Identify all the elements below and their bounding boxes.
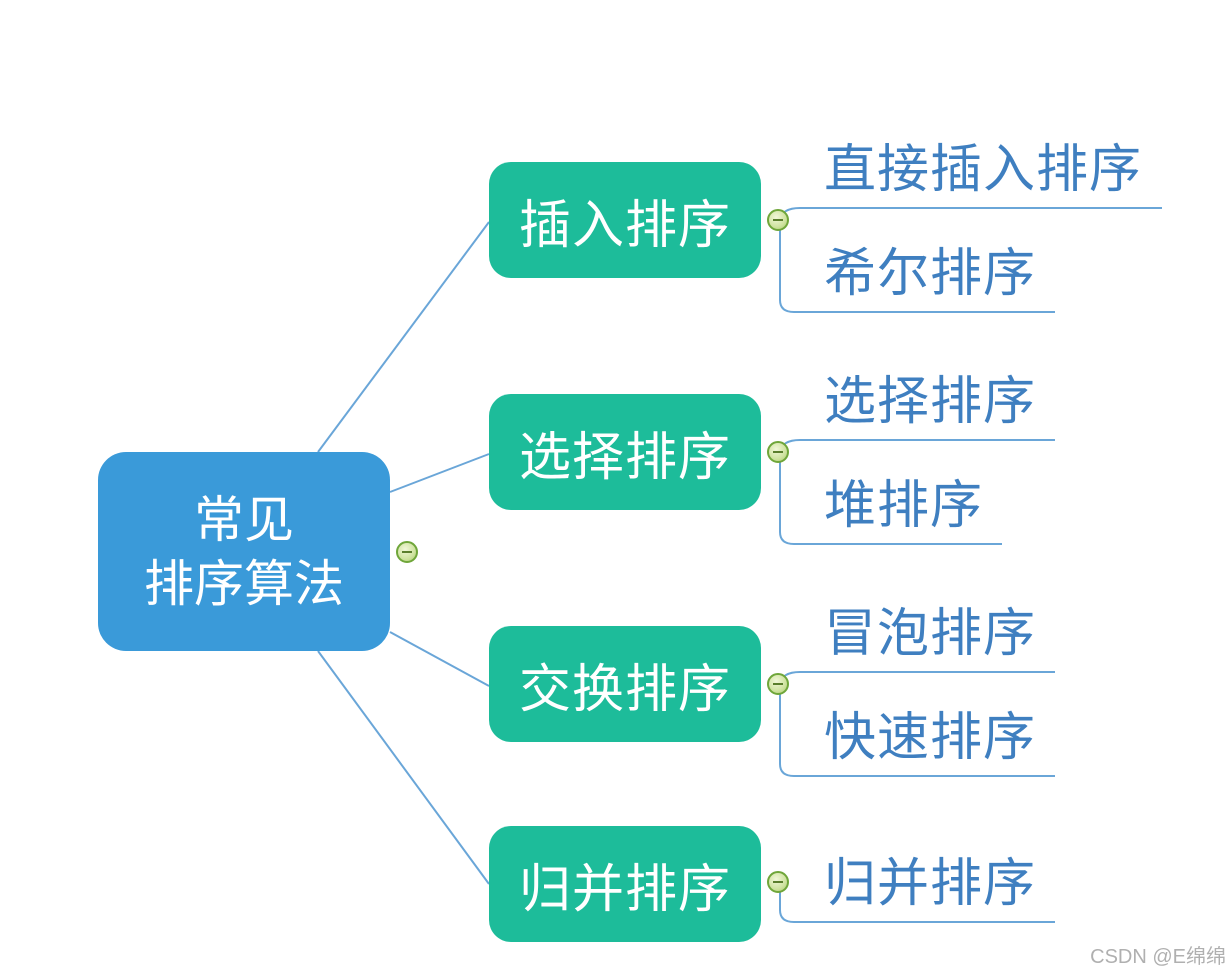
- branch-node-insertion-sort[interactable]: 插入排序: [489, 162, 761, 278]
- branch-label: 交换排序: [518, 659, 731, 720]
- branch-node-exchange-sort[interactable]: 交换排序: [489, 626, 761, 742]
- collapse-branch-1-icon[interactable]: [767, 209, 789, 231]
- collapse-branch-4-icon[interactable]: [767, 871, 789, 893]
- connector-branch-2-leaf-2: [779, 452, 1002, 545]
- leaf-quick-sort[interactable]: 快速排序: [824, 708, 1037, 768]
- connector-branch-2-leaf-1: [779, 439, 1055, 453]
- collapse-branch-2-icon[interactable]: [767, 441, 789, 463]
- leaf-merge-sort[interactable]: 归并排序: [824, 854, 1037, 914]
- branch-node-selection-sort[interactable]: 选择排序: [489, 394, 761, 510]
- connector-branch-3-leaf-1: [779, 671, 1055, 685]
- connector-root-branch-4: [317, 650, 490, 885]
- branch-label: 归并排序: [518, 859, 731, 920]
- root-node[interactable]: 常见 排序算法: [98, 452, 390, 651]
- leaf-straight-insertion-sort[interactable]: 直接插入排序: [824, 140, 1143, 200]
- connector-branch-3-leaf-2: [779, 684, 1055, 777]
- root-label-line-1: 常见: [194, 490, 294, 549]
- connector-branch-1-leaf-1: [779, 207, 1162, 221]
- connector-root-branch-3: [389, 631, 490, 687]
- branch-node-merge-sort[interactable]: 归并排序: [489, 826, 761, 942]
- root-label-line-2: 排序算法: [144, 554, 344, 613]
- collapse-root-icon[interactable]: [396, 541, 418, 563]
- leaf-heap-sort[interactable]: 堆排序: [824, 476, 984, 536]
- leaf-selection-sort[interactable]: 选择排序: [824, 372, 1037, 432]
- connector-branch-4-leaf-1: [779, 882, 1055, 923]
- leaf-shell-sort[interactable]: 希尔排序: [824, 244, 1037, 304]
- branch-label: 插入排序: [518, 195, 731, 256]
- connector-branch-1-leaf-2: [779, 220, 1055, 313]
- branch-label: 选择排序: [518, 427, 731, 488]
- connector-root-branch-1: [317, 221, 490, 453]
- leaf-bubble-sort[interactable]: 冒泡排序: [824, 604, 1037, 664]
- connector-root-branch-2: [389, 453, 490, 493]
- watermark: CSDN @E绵绵: [1090, 946, 1226, 968]
- collapse-branch-3-icon[interactable]: [767, 673, 789, 695]
